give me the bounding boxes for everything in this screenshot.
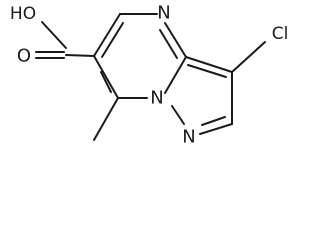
bond-c2-n2-inner <box>201 116 226 126</box>
bond-c3a-c3 <box>185 56 233 73</box>
bond-c-oh <box>41 21 67 49</box>
bond-c3a-c3-inner <box>187 64 227 78</box>
bond-c7-methyl <box>93 97 119 141</box>
bridgehead-nitrogen-label: N <box>150 88 163 109</box>
bond-n4-c3a-inner <box>159 29 178 59</box>
bond-c-ring <box>65 54 95 57</box>
chloro-group <box>231 41 266 73</box>
pyrimidine-ring <box>93 13 187 99</box>
chemical-structure: HO O N N N Cl <box>10 3 289 148</box>
bond-n4-c3a <box>164 22 187 58</box>
ring-nitrogen-top-label: N <box>157 3 170 24</box>
hydroxyl-label: HO <box>10 4 36 24</box>
bond-c7-c6-inner <box>100 71 112 93</box>
bond-c7-c6 <box>93 55 119 99</box>
bond-n2-n1 <box>171 105 185 125</box>
pyrazole-nitrogen-label: N <box>182 127 195 148</box>
bond-c3-cl <box>231 41 266 73</box>
chlorine-label: Cl <box>272 24 289 44</box>
bond-c6-c5-inner <box>101 22 124 58</box>
carboxyl-group <box>35 21 95 59</box>
bond-c2-n2 <box>199 123 233 135</box>
methyl-group <box>93 97 119 141</box>
bond-c6-c5 <box>93 13 121 57</box>
carbonyl-oxygen-label: O <box>17 46 31 67</box>
bond-c3a-n <box>164 56 187 94</box>
pyrazole-ring <box>171 56 233 135</box>
